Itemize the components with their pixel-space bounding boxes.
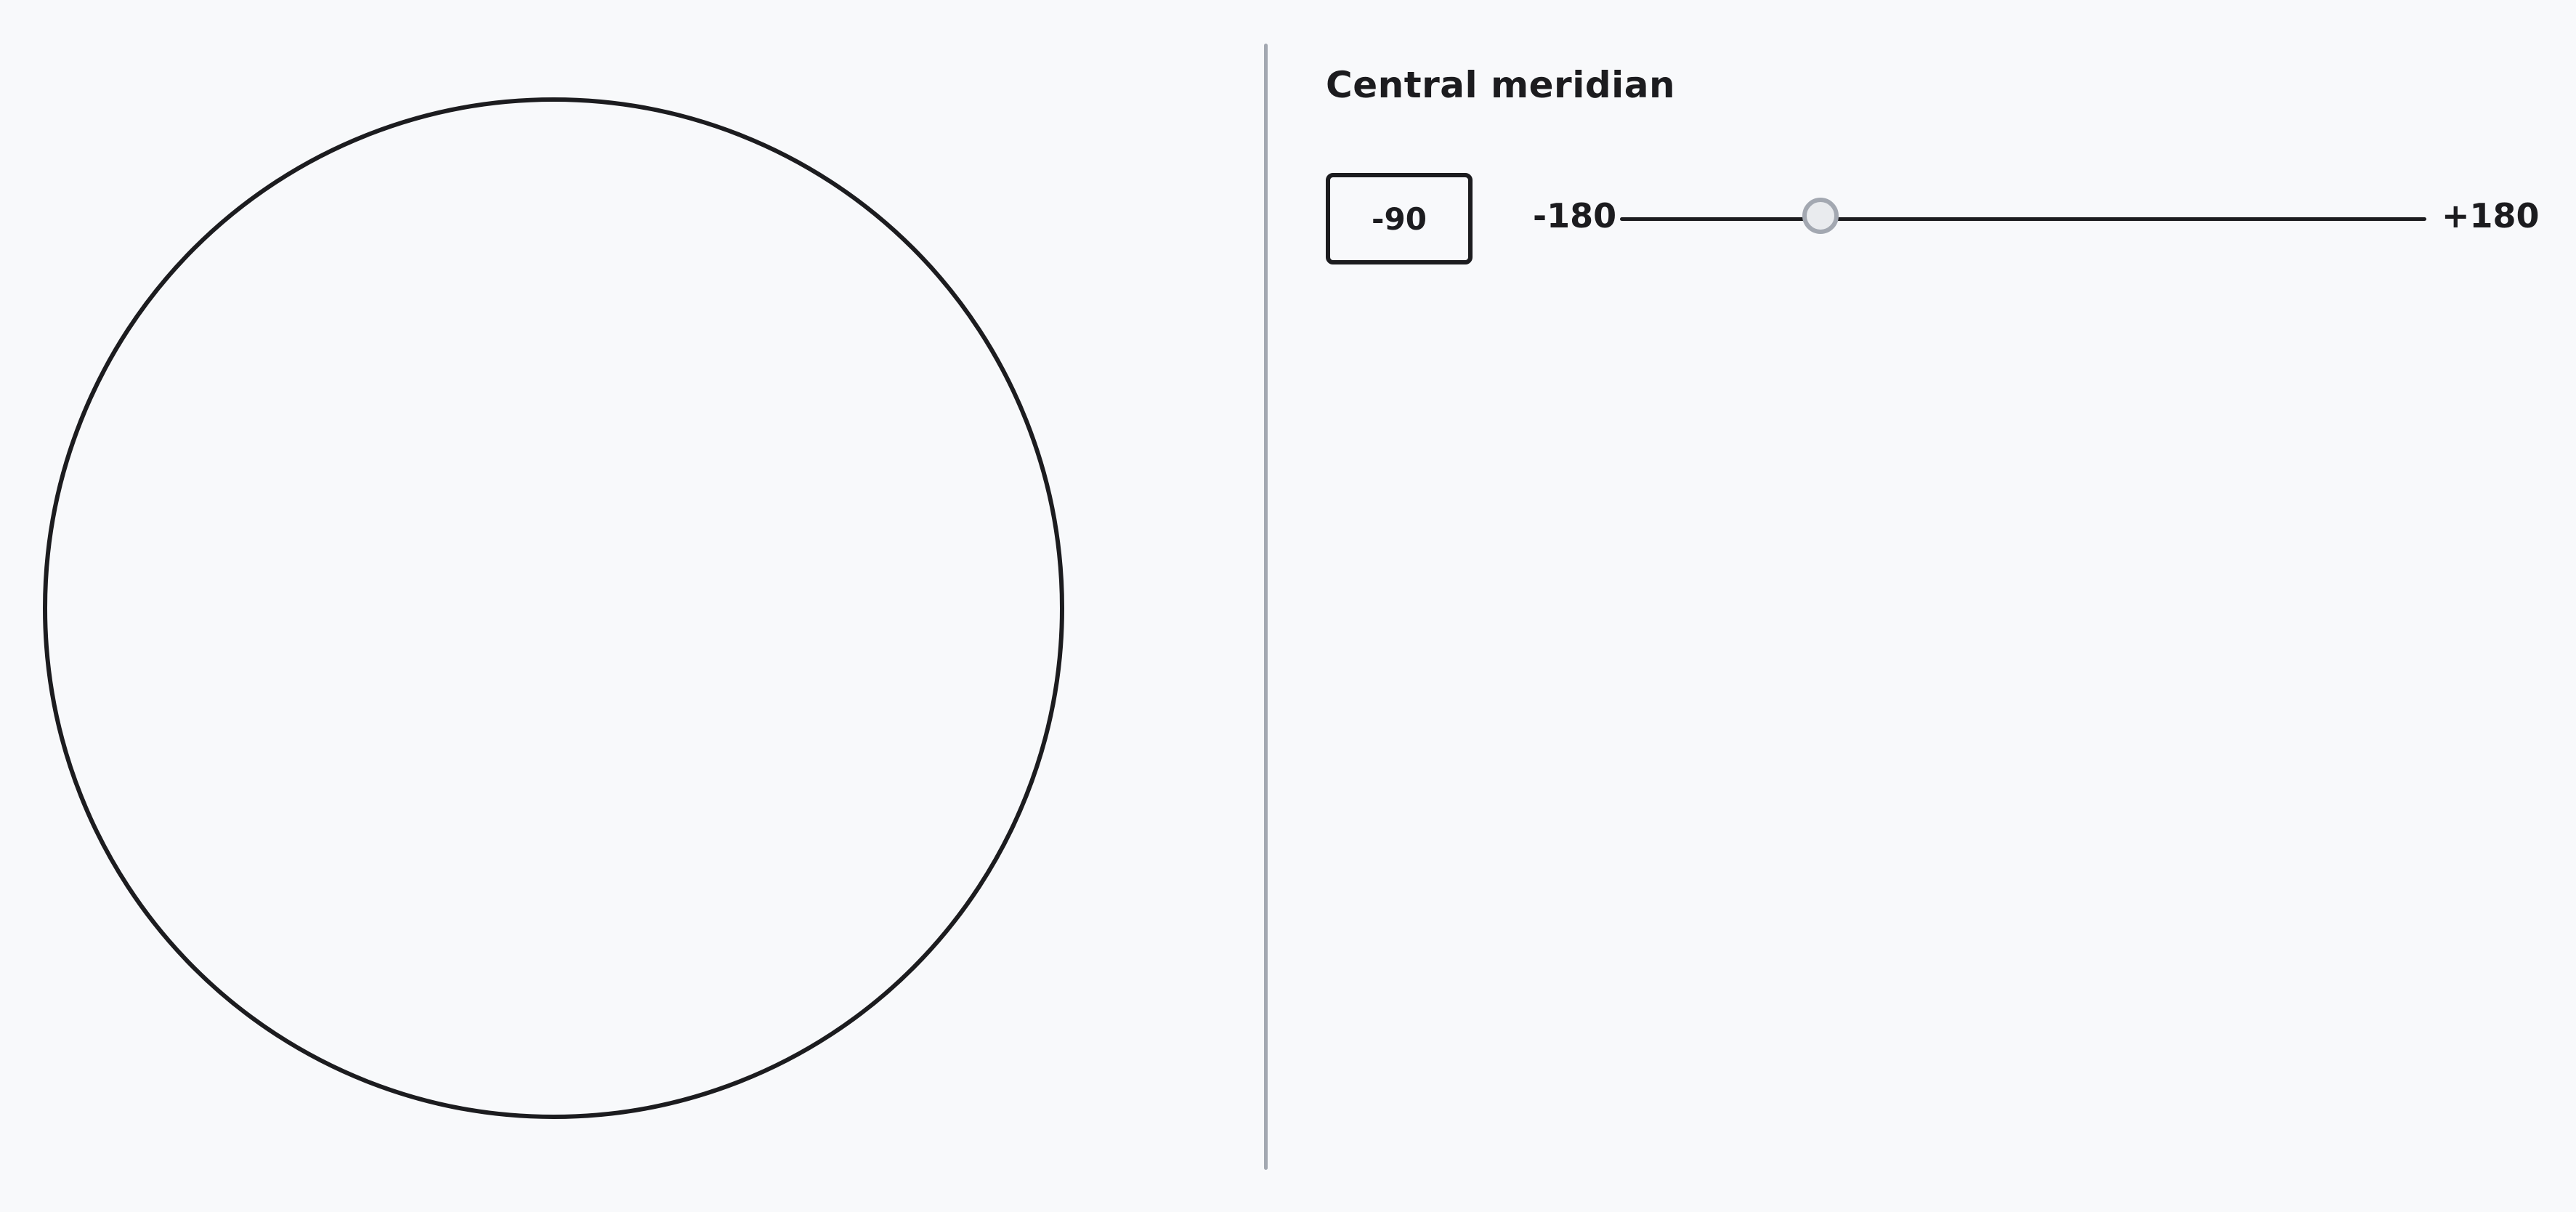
control-panel: Central meridian -180 +180 (1326, 0, 2561, 291)
slider-min-label: -180 (1533, 196, 1617, 235)
slider-max-label: +180 (2442, 196, 2540, 235)
pane-divider[interactable] (1264, 44, 1268, 1170)
slider-thumb[interactable] (1802, 198, 1839, 234)
central-meridian-slider[interactable] (1620, 198, 2426, 234)
globe-map[interactable] (0, 0, 1264, 1212)
central-meridian-label: Central meridian (1326, 64, 1676, 106)
globe-outline (43, 97, 1064, 1119)
central-meridian-input[interactable] (1326, 173, 1473, 264)
map-pane (0, 0, 1264, 1212)
